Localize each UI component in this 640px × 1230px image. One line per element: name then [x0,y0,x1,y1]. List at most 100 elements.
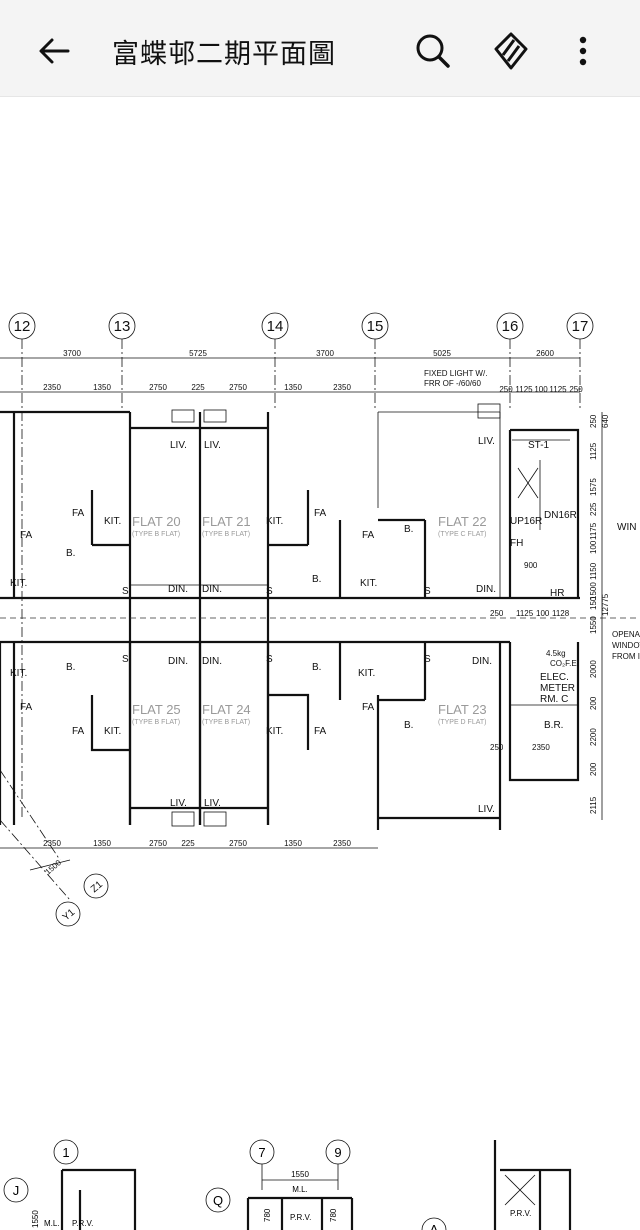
svg-text:FA: FA [20,530,33,541]
svg-text:FLAT 21: FLAT 21 [202,514,251,529]
svg-text:FA: FA [72,508,85,519]
svg-text:KIT.: KIT. [360,578,377,589]
grid-label: 12 [14,318,31,335]
svg-text:DIN.: DIN. [168,656,188,667]
svg-text:ST-1: ST-1 [528,440,550,451]
svg-text:FROM I: FROM I [612,652,640,661]
svg-text:3700: 3700 [63,349,81,358]
svg-text:2115: 2115 [589,796,598,814]
back-button[interactable] [32,28,78,74]
svg-text:1125: 1125 [516,609,534,618]
svg-text:150: 150 [589,596,598,610]
svg-text:FH: FH [510,538,523,549]
svg-text:FA: FA [362,530,375,541]
svg-text:100: 100 [534,385,548,394]
svg-text:225: 225 [181,839,195,848]
svg-text:HR: HR [550,588,564,599]
page-title: 富蝶邨二期平面圖 [112,39,336,70]
svg-text:225: 225 [589,502,598,516]
svg-text:2750: 2750 [229,383,247,392]
svg-text:KIT.: KIT. [104,516,121,527]
svg-text:P.R.V.: P.R.V. [290,1213,311,1222]
svg-text:FA: FA [314,508,327,519]
svg-text:FRR OF -/60/60: FRR OF -/60/60 [424,379,481,388]
svg-text:FLAT 24: FLAT 24 [202,702,251,717]
dimensions-right: 640 250 1125 1575 225 1175 100 1150 1500… [589,412,640,820]
svg-text:FLAT 23: FLAT 23 [438,702,487,717]
svg-text:J: J [13,1183,20,1198]
svg-text:LIV.: LIV. [170,798,187,809]
app-bar: 富蝶邨二期平面圖 [0,0,640,97]
floor-plan[interactable]: 12 13 14 15 16 17 3700 5725 3700 5025 26… [0,300,640,940]
dimensions-bottom: 2350 1350 2750 225 2750 1350 2350 [0,839,378,849]
svg-text:2350: 2350 [532,743,550,752]
svg-text:RM. C: RM. C [540,694,568,705]
svg-text:(TYPE D FLAT): (TYPE D FLAT) [438,719,486,726]
more-vertical-icon [579,36,587,66]
svg-text:250: 250 [490,609,504,618]
svg-text:S: S [424,654,431,665]
svg-text:KIT.: KIT. [10,668,27,679]
svg-text:1125: 1125 [589,442,598,460]
svg-text:DIN.: DIN. [476,584,496,595]
svg-text:OPENA: OPENA [612,630,640,639]
svg-text:WIN: WIN [617,522,636,533]
svg-text:Q: Q [213,1193,223,1208]
grid-label: 17 [572,318,589,335]
svg-text:FA: FA [314,726,327,737]
svg-text:250: 250 [569,385,583,394]
svg-text:250: 250 [490,743,504,752]
brand-button[interactable] [488,28,534,74]
svg-text:2000: 2000 [589,660,598,678]
svg-text:LIV.: LIV. [170,440,187,451]
svg-text:225: 225 [191,383,205,392]
svg-text:1: 1 [62,1145,69,1160]
svg-text:DIN.: DIN. [202,656,222,667]
svg-text:200: 200 [589,762,598,776]
svg-text:KIT.: KIT. [266,516,283,527]
svg-text:S: S [424,586,431,597]
svg-text:2600: 2600 [536,349,554,358]
svg-text:KIT.: KIT. [10,578,27,589]
upper-flats: LIV. LIV. LIV. KIT. KIT. KIT. KIT. DIN. … [0,403,580,825]
svg-text:P.R.V.: P.R.V. [72,1219,93,1228]
grid-label: 16 [502,318,519,335]
svg-text:780: 780 [263,1208,272,1222]
svg-text:2750: 2750 [149,839,167,848]
svg-text:Y1: Y1 [61,907,78,924]
svg-text:1175: 1175 [589,522,598,540]
svg-text:LIV.: LIV. [204,798,221,809]
floor-plan-lower: 1 J P.R.V. M.L. 1550 7 9 1550 M.L. P.R.V… [3,1139,572,1230]
svg-text:640: 640 [601,414,610,428]
svg-text:S: S [266,654,273,665]
svg-text:1125: 1125 [515,385,533,394]
svg-text:2350: 2350 [333,383,351,392]
svg-text:(TYPE B FLAT): (TYPE B FLAT) [202,719,250,726]
svg-text:1575: 1575 [589,478,598,496]
svg-text:Z1: Z1 [89,879,105,895]
svg-text:DIN.: DIN. [202,584,222,595]
svg-text:FA: FA [72,726,85,737]
svg-text:12775: 12775 [601,593,610,616]
svg-text:900: 900 [524,561,538,570]
svg-text:LIV.: LIV. [204,440,221,451]
svg-text:P.R.V.: P.R.V. [510,1209,531,1218]
search-button[interactable] [410,28,456,74]
svg-text:CO₂F.E.: CO₂F.E. [550,659,579,668]
svg-text:FLAT 20: FLAT 20 [132,514,181,529]
svg-text:WINDOV: WINDOV [612,641,640,650]
svg-text:1500: 1500 [589,582,598,600]
svg-text:M.L.: M.L. [292,1185,308,1194]
svg-text:METER: METER [540,683,575,694]
arrow-left-icon [39,38,70,64]
svg-text:A: A [430,1222,439,1230]
svg-text:1550: 1550 [291,1170,309,1179]
svg-text:1350: 1350 [284,839,302,848]
grid-label: 14 [267,318,284,335]
svg-text:5725: 5725 [189,349,207,358]
more-menu-button[interactable] [562,28,608,74]
lower-flats: DIN. DIN. DIN. KIT. KIT. KIT. KIT. B. B.… [0,642,580,830]
svg-text:100: 100 [589,540,598,554]
svg-text:9: 9 [334,1145,341,1160]
svg-text:DIN.: DIN. [168,584,188,595]
